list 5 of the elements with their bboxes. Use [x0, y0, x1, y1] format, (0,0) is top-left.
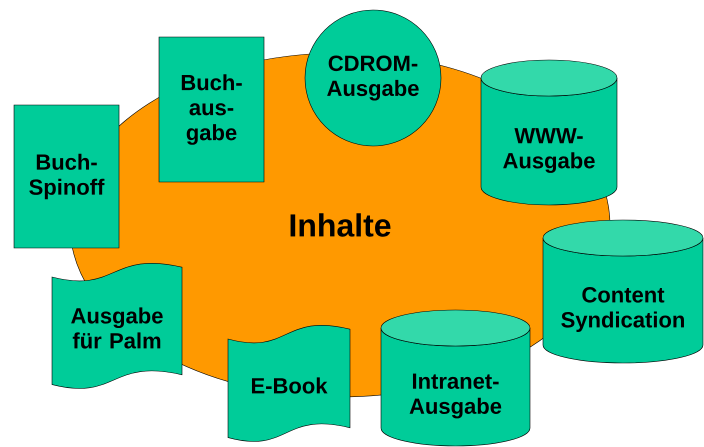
cylinder: WWW- Ausgabe — [480, 60, 618, 206]
cylinder: Content Syndication — [542, 220, 704, 364]
cylinder: Intranet- Ausgabe — [380, 310, 530, 446]
book-box: Buch- Spinoff — [14, 104, 120, 248]
book-box: Buch- aus- gabe — [158, 36, 264, 182]
